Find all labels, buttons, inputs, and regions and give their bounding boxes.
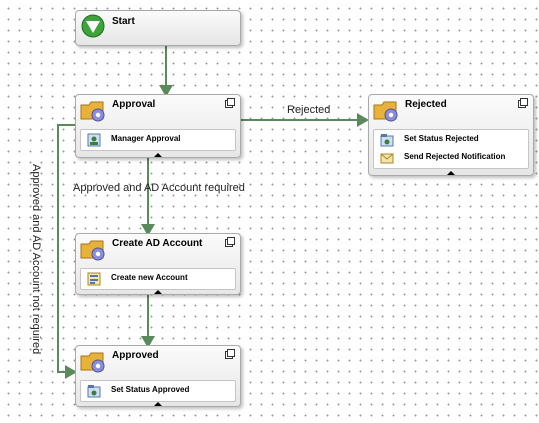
collapse-window-icon[interactable] — [225, 237, 235, 247]
activity-icon — [87, 272, 101, 286]
expand-arrow-icon[interactable] — [154, 290, 162, 294]
create-ad-account-title: Create AD Account — [112, 238, 203, 249]
collapse-window-icon[interactable] — [518, 98, 528, 108]
activity-label: Create new Account — [111, 273, 188, 282]
activity-label: Send Rejected Notification — [404, 152, 506, 161]
approved-title: Approved — [112, 350, 159, 361]
activity-icon — [87, 133, 101, 147]
start-title: Start — [112, 16, 135, 27]
start-node[interactable]: Start — [75, 10, 241, 46]
expand-arrow-icon[interactable] — [154, 402, 162, 406]
folder-gear-icon — [80, 352, 105, 373]
approved-node[interactable]: Approved Set Status Approved — [75, 345, 241, 407]
activity-manager-approval[interactable]: Manager Approval — [81, 131, 235, 149]
collapse-window-icon[interactable] — [225, 98, 235, 108]
activity-label: Set Status Rejected — [404, 134, 479, 143]
green-down-arrow-icon — [81, 14, 105, 38]
edge-label-ad-not-required: Approved and AD Account not required — [30, 164, 42, 355]
activity-label: Set Status Approved — [111, 385, 190, 394]
connector-approval-to-approved — [57, 124, 77, 379]
folder-gear-icon — [373, 101, 398, 122]
expand-arrow-icon[interactable] — [447, 171, 455, 175]
approved-activities-panel: Set Status Approved — [80, 380, 236, 402]
edge-label-ad-required: Approved and AD Account required — [73, 182, 245, 194]
activity-label: Manager Approval — [111, 134, 181, 143]
folder-gear-icon — [80, 240, 105, 261]
create-ad-account-node[interactable]: Create AD Account Create new Account — [75, 233, 241, 295]
folder-gear-icon — [80, 101, 105, 122]
edge-label-rejected: Rejected — [287, 104, 331, 116]
create-ad-activities-panel: Create new Account — [80, 268, 236, 290]
rejected-activities-panel: Set Status Rejected Send Rejected Notifi… — [373, 129, 529, 169]
activity-icon — [87, 385, 101, 398]
rejected-node[interactable]: Rejected Set Status Rejected Send Reject… — [368, 94, 534, 176]
activity-send-rejected-notification[interactable]: Send Rejected Notification — [374, 149, 528, 167]
collapse-window-icon[interactable] — [225, 349, 235, 359]
expand-arrow-icon[interactable] — [154, 153, 162, 157]
activity-set-status-approved[interactable]: Set Status Approved — [81, 382, 235, 400]
rejected-title: Rejected — [405, 99, 447, 110]
mail-activity-icon — [380, 153, 394, 164]
activity-set-status-rejected[interactable]: Set Status Rejected — [374, 131, 528, 149]
activity-icon — [380, 134, 394, 147]
approval-node[interactable]: Approval Manager Approval — [75, 94, 241, 158]
approval-title: Approval — [112, 99, 156, 110]
activity-create-new-account[interactable]: Create new Account — [81, 270, 235, 288]
approval-activities-panel: Manager Approval — [80, 129, 236, 151]
